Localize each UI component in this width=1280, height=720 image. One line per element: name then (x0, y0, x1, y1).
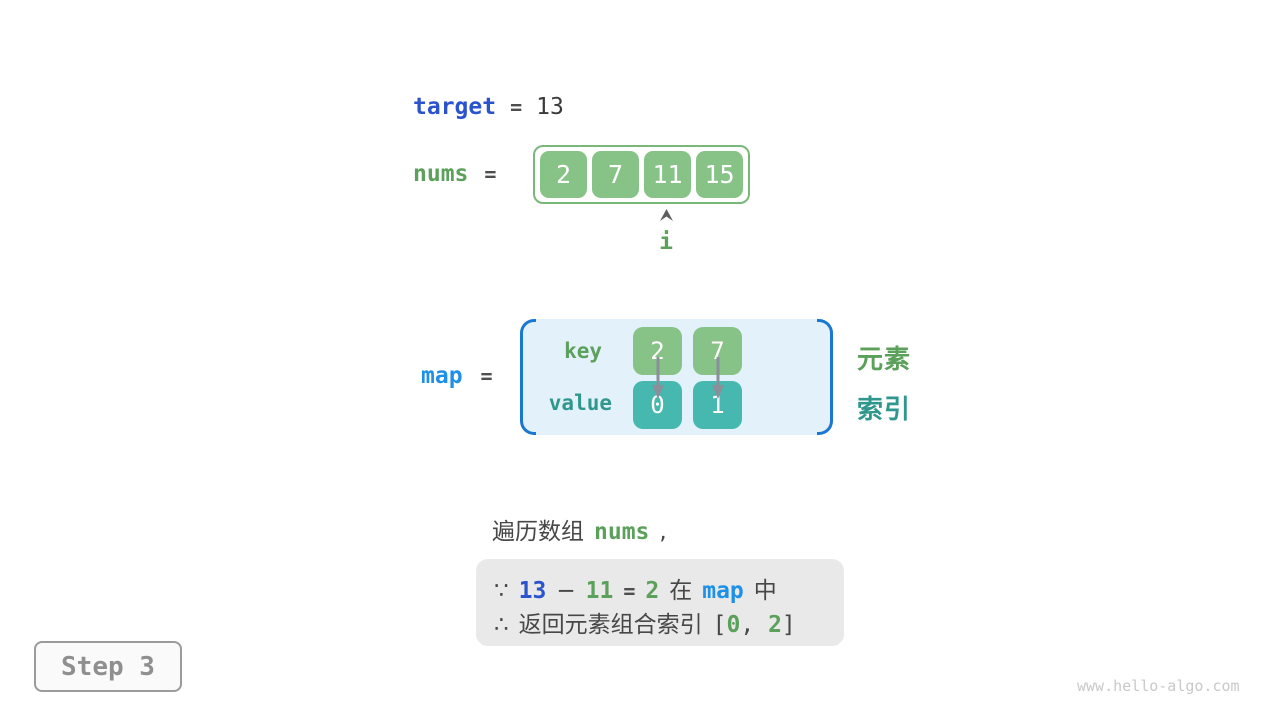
target-equals-sign: = (510, 95, 523, 119)
map-equals-sign: = (480, 364, 493, 388)
zhong-word: 中 (753, 578, 777, 604)
map-bracket-right-icon (817, 319, 833, 435)
map-word-token: map (702, 578, 744, 604)
map-label-row: map = (421, 363, 493, 389)
in-word: 在 (669, 578, 693, 604)
equals-sign: = (623, 579, 636, 603)
array-cell: 15 (696, 151, 743, 198)
because-sign: ∵ (494, 578, 509, 604)
caption-line: 遍历数组 nums , (492, 512, 667, 546)
array-cell: 11 (644, 151, 691, 198)
map-keyword: map (421, 363, 463, 389)
array-cell: 7 (592, 151, 639, 198)
map-key-row-label: key (564, 339, 602, 363)
index-pointer-label: i (659, 229, 673, 255)
difference-token: 2 (645, 578, 660, 604)
step-badge: Step 3 (34, 641, 182, 692)
key-to-value-arrow-icon (712, 357, 724, 399)
target-value: 13 (536, 94, 564, 120)
conclusion-text: 返回元素组合索引 (518, 612, 703, 638)
key-to-value-arrow-icon (652, 357, 664, 399)
map-value-row-label: value (548, 391, 612, 415)
array-cell: 2 (540, 151, 587, 198)
close-bracket: ] (781, 612, 796, 638)
step-label: Step 3 (61, 651, 155, 682)
result-index-pair: [ 0 , 2 ] (713, 612, 796, 638)
caption-nums-code: nums (594, 519, 650, 545)
conclusion-line-2: ∴ 返回元素组合索引 [ 0 , 2 ] (494, 605, 796, 639)
map-side-label-index: 索引 (857, 395, 912, 425)
nums-array: 2 7 11 15 (533, 145, 750, 204)
index-pointer-arrow-up-icon (660, 209, 673, 221)
caption-prefix: 遍历数组 (492, 519, 584, 545)
nums-equals-sign: = (484, 162, 497, 186)
current-value-token: 11 (585, 578, 614, 604)
map-value-cell: 0 (633, 381, 682, 429)
open-bracket: [ (712, 612, 727, 638)
target-keyword: target (413, 94, 497, 120)
map-container: key value 2 7 0 1 (520, 319, 833, 435)
map-side-label-element: 元素 (857, 345, 912, 375)
comma: , (740, 612, 769, 638)
minus-sign: − (556, 578, 576, 604)
caption-suffix: , (659, 519, 667, 545)
target-row: target = 13 (413, 94, 564, 120)
therefore-sign: ∴ (494, 612, 509, 638)
nums-label-row: nums = (413, 161, 496, 187)
watermark: www.hello-algo.com (1077, 677, 1240, 695)
conclusion-box: ∵ 13 − 11 = 2 在 map 中 ∴ 返回元素组合索引 [ 0 , 2… (476, 559, 844, 646)
map-bracket-left-icon (520, 319, 536, 435)
nums-keyword: nums (413, 161, 469, 187)
result-index-2: 2 (768, 612, 782, 638)
map-value-cell: 1 (693, 381, 742, 429)
result-index-1: 0 (726, 612, 741, 638)
conclusion-line-1: ∵ 13 − 11 = 2 在 map 中 (494, 571, 777, 605)
target-value-token: 13 (518, 578, 547, 604)
